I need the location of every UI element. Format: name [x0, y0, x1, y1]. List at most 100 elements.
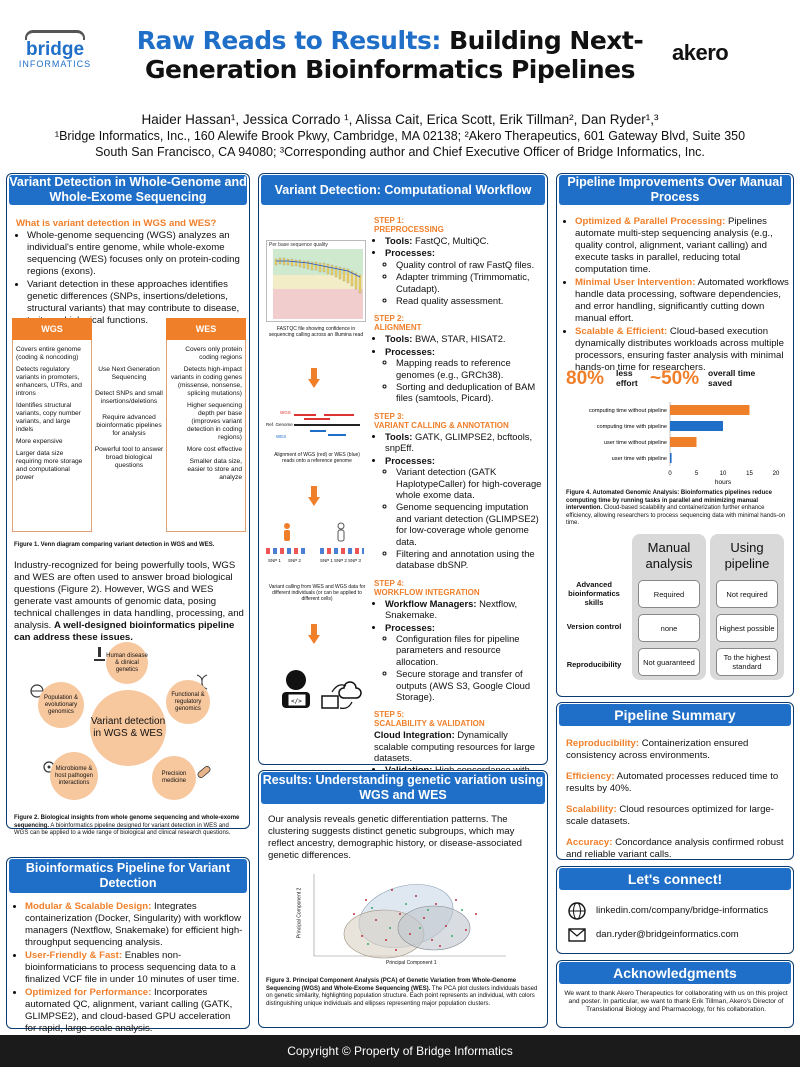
- venn-wes-box: [166, 340, 246, 532]
- chart-tick-label: 10: [720, 471, 727, 477]
- process-item: Genome sequencing imputation and variant…: [396, 501, 542, 547]
- improvement-label: Optimized & Parallel Processing:: [575, 216, 726, 227]
- matrix-cell-pipeline: To the highest standard: [716, 648, 778, 676]
- venn-wgs-list: Covers entire genome (coding & noncoding…: [16, 346, 88, 482]
- alignment-caption: Alignment of WGS (red) or WES (blue) rea…: [274, 452, 360, 464]
- step-name: PREPROCESSING: [374, 225, 444, 234]
- matrix-row-label: Advanced bioinformatics skills: [568, 580, 620, 607]
- snp-label: SNP 1: [320, 558, 333, 563]
- bridge-informatics-logo: bridge INFORMATICS: [14, 30, 96, 69]
- chart-category-label: computing time with pipeline: [597, 424, 667, 430]
- venn-wgs-header: WGS: [12, 318, 92, 340]
- figure4-caption: Figure 4. Automated Genomic Analysis: Bi…: [566, 490, 788, 528]
- wgs-read: [324, 414, 354, 416]
- matrix-cell-pipeline: Highest possible: [716, 614, 778, 642]
- footer: Copyright © Property of Bridge Informati…: [0, 1035, 800, 1067]
- process-item: Secure storage and transfer of outputs (…: [396, 668, 542, 702]
- email-link[interactable]: dan.ryder@bridgeinformatics.com: [596, 929, 739, 940]
- authors-block: Haider Hassan¹, Jessica Corrado ¹, Aliss…: [40, 112, 760, 160]
- step-title: STEP 2:: [374, 314, 405, 324]
- improvements-list: Optimized & Parallel Processing: Pipelin…: [564, 216, 790, 375]
- venn-wes-item: Detects high-impact variants in coding g…: [170, 366, 242, 397]
- summary-item: Reproducibility: Containerization ensure…: [566, 738, 788, 762]
- step-tools: Workflow Managers: Nextflow, Snakemake.: [385, 598, 542, 621]
- align-label-wes: WES: [276, 434, 287, 439]
- step-1: STEP 1: PREPROCESSING Tools: FastQC, Mul…: [374, 216, 542, 306]
- results-heading: Results: Understanding genetic variation…: [261, 772, 545, 804]
- circle-population-genomics: Population & evolutionary genomics: [38, 682, 84, 728]
- tools-text: Nextflow, Snakemake.: [385, 597, 518, 621]
- processes-label: Validation:: [385, 764, 432, 775]
- wgs-question: What is variant detection in WGS and WES…: [16, 218, 217, 229]
- time-bar-chart: computing time without pipelinecomputing…: [589, 402, 780, 486]
- step-4: STEP 4: WORKFLOW INTEGRATION Workflow Ma…: [374, 579, 542, 703]
- tools-text: GATK, GLIMPSE2, bcftools, snpEff.: [385, 430, 533, 454]
- summary-text: Automated processes reduced time to resu…: [566, 771, 779, 794]
- title-highlight: Raw Reads to Results:: [136, 26, 442, 55]
- summary-panel: [556, 702, 794, 860]
- fastqc-boxes: [274, 257, 362, 294]
- bioinfo-pipeline-heading: Bioinformatics Pipeline for Variant Dete…: [9, 859, 247, 893]
- title-line2: Generation Bioinformatics Pipelines: [144, 55, 636, 84]
- summary-item: Accuracy: Concordance analysis confirmed…: [566, 837, 788, 861]
- pca-points-green: [367, 903, 463, 945]
- venn-wgs-item: More expensive: [16, 438, 63, 445]
- step-tools: Tools: FastQC, MultiQC.: [385, 235, 542, 246]
- process-item: Variant detection (GATK HaplotypeCaller)…: [396, 466, 542, 500]
- stat-50: ~50%: [650, 368, 700, 389]
- step-tools: Tools: BWA, STAR, HISAT2.: [385, 333, 542, 344]
- figure3-caption-bold: Figure 3. Principal Component Analysis (…: [266, 978, 517, 992]
- fastqc-caption: FASTQC file showing confidence in sequen…: [268, 326, 364, 338]
- chart-tick-label: 20: [773, 471, 780, 477]
- venn-wgs-item: Larger data size requiring more storage …: [16, 450, 83, 481]
- step-2: STEP 2: ALIGNMENT Tools: BWA, STAR, HISA…: [374, 314, 542, 403]
- snp-caption: Variant calling from WES and WGS data fo…: [268, 584, 366, 602]
- venn-diagram: WGS WES Covers entire genome (coding & n…: [12, 318, 246, 532]
- matrix-row-label: Version control: [566, 622, 622, 631]
- connect-heading: Let's connect!: [559, 868, 791, 890]
- down-arrow-icon: [308, 624, 320, 644]
- venn-shared-item: Require advanced bioinformatic pipelines…: [96, 414, 162, 437]
- processes-label: Processes:: [385, 621, 436, 633]
- tools-text: FastQC, MultiQC.: [415, 235, 490, 246]
- summary-list: Reproducibility: Containerization ensure…: [566, 738, 788, 861]
- improvement-item: Minimal User Intervention: Automated wor…: [575, 277, 790, 325]
- figure4-caption-text: Cloud-based scalability and containeriza…: [566, 505, 786, 526]
- step-title: STEP 3:: [374, 411, 405, 421]
- microscope-icon: [94, 647, 105, 661]
- figure2-caption-text: A bioinformatics pipeline designed for v…: [14, 822, 231, 837]
- step-processes: Processes: Variant detection (GATK Haplo…: [385, 455, 542, 571]
- affiliations-line1: ¹Bridge Informatics, Inc., 160 Alewife B…: [54, 129, 746, 143]
- improvement-text: Cloud-based execution dynamically distri…: [575, 326, 785, 373]
- computing-illustration: </>: [272, 668, 366, 718]
- bioinfo-item: User-Friendly & Fast: Enables non-bioinf…: [25, 950, 244, 986]
- fastqc-red-zone: [273, 289, 363, 319]
- step-name: WORKFLOW INTEGRATION: [374, 587, 480, 597]
- wes-read: [328, 434, 346, 436]
- authors: Haider Hassan¹, Jessica Corrado ¹, Aliss…: [141, 112, 659, 127]
- chart-tick-label: 5: [695, 471, 699, 477]
- pca-points: [353, 889, 477, 951]
- bioinfo-item-label: Optimized for Performance:: [25, 987, 152, 998]
- step-tools: Tools: GATK, GLIMPSE2, bcftools, snpEff.: [385, 431, 542, 454]
- fastqc-plot: Per base sequence quality: [266, 240, 366, 322]
- intro-bullet-1: Whole-genome sequencing (WGS) analyzes a…: [27, 230, 242, 278]
- step-name: ALIGNMENT: [374, 323, 422, 333]
- matrix-cell-manual: Not guaranteed: [638, 648, 700, 676]
- wes-read: [310, 430, 326, 432]
- snp-track: [266, 548, 308, 554]
- linkedin-link[interactable]: linkedin.com/company/bridge-informatics: [596, 905, 769, 916]
- process-item: Quality control of raw FastQ files.: [396, 259, 542, 270]
- pca-svg: [313, 874, 506, 959]
- matrix-cell-pipeline: Not required: [716, 580, 778, 608]
- bioinfo-item-text: Incorporates automated QC, alignment, va…: [25, 987, 233, 1034]
- figure4-caption-bold: Figure 4. Automated Genomic Analysis: Bi…: [566, 490, 772, 511]
- bridge-logo-icon: [25, 30, 85, 40]
- email-icon: [568, 928, 586, 942]
- wgs-read: [304, 418, 330, 420]
- figure3-caption-text: The PCA plot clusters individuals based …: [266, 985, 538, 1007]
- process-item: Adapter trimming (Trimmomatic, Cutadapt)…: [396, 271, 542, 294]
- summary-label: Efficiency:: [566, 771, 615, 782]
- snp-track: [320, 548, 364, 554]
- summary-label: Accuracy:: [566, 837, 613, 848]
